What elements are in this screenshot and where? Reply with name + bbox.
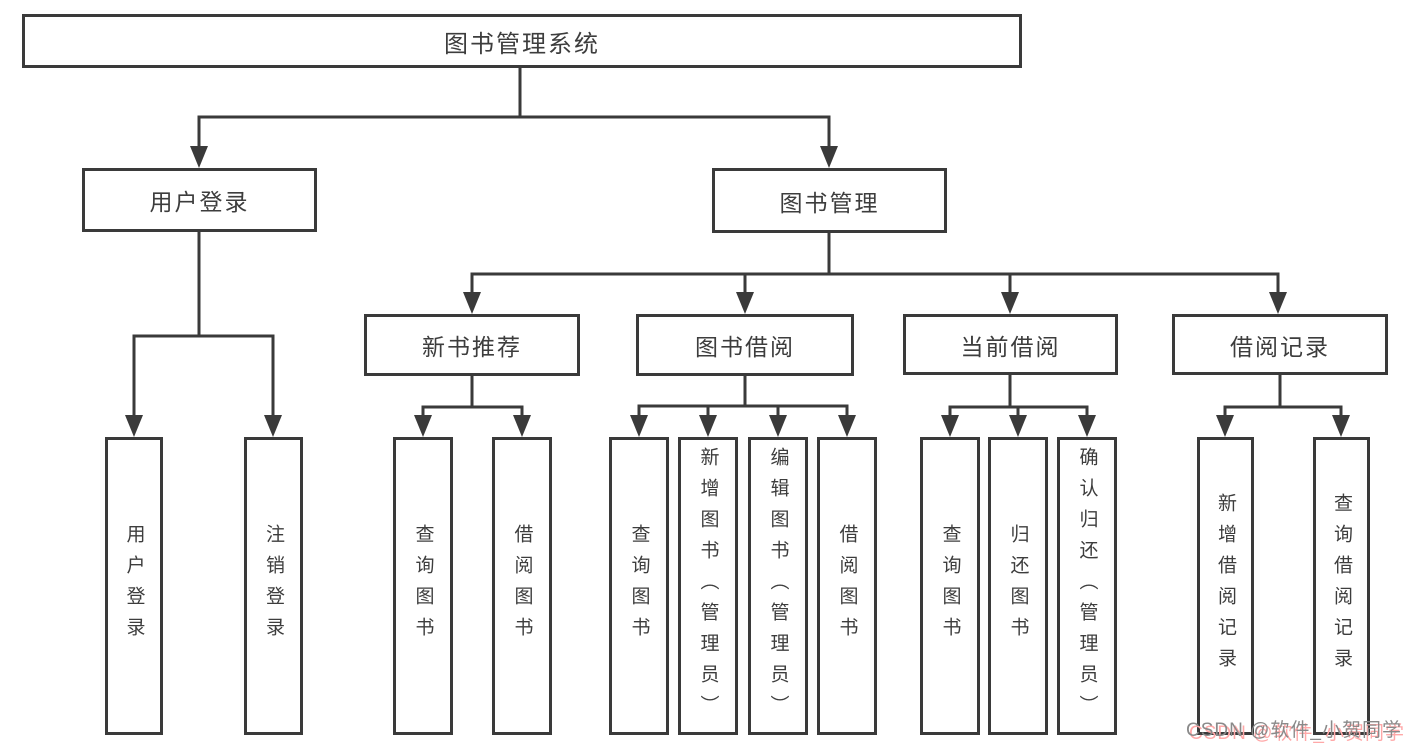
leaf-newrec-query-books: 查询图书 [393, 437, 453, 735]
leaf-current-confirm-return-admin: 确认归还（管理员） [1057, 437, 1117, 735]
arrow-leaf-nr-borrow [513, 415, 531, 437]
arrow-current [1001, 292, 1019, 314]
leaf-current-return-books-label: 归还图书 [1007, 524, 1029, 648]
arrow-leaf-user-login [125, 415, 143, 437]
node-new-book-rec-label: 新书推荐 [422, 334, 522, 360]
csdn-watermark: CSDN @软件_小贺同学 [1186, 720, 1402, 741]
arrow-leaf-c-return [1009, 415, 1027, 437]
connector-level3-rail [470, 272, 1280, 302]
leaf-borrow-query-books-label: 查询图书 [628, 524, 650, 648]
leaf-borrow-borrow-books-label: 借阅图书 [836, 524, 858, 648]
arrow-user-login [190, 146, 208, 168]
arrow-leaf-b-add [699, 415, 717, 437]
node-book-borrow: 图书借阅 [636, 314, 854, 376]
node-book-mgmt: 图书管理 [712, 168, 947, 233]
node-book-borrow-label: 图书借阅 [695, 334, 795, 360]
leaf-records-add-record-label: 新增借阅记录 [1215, 493, 1236, 679]
arrowheads [125, 146, 1350, 437]
node-current-borrow-label: 当前借阅 [960, 333, 1061, 360]
node-root: 图书管理系统 [22, 14, 1022, 68]
connector-userlogin-rail [132, 334, 275, 424]
arrow-records [1269, 292, 1287, 314]
node-book-mgmt-label: 图书管理 [779, 189, 880, 216]
node-user-login: 用户登录 [82, 168, 317, 232]
arrow-leaf-c-query [941, 415, 959, 437]
arrow-leaf-b-borrow [838, 415, 856, 437]
leaf-borrow-edit-books-admin-label: 编辑图书（管理员） [767, 446, 789, 726]
leaf-borrow-borrow-books: 借阅图书 [817, 437, 877, 735]
node-borrow-records: 借阅记录 [1172, 314, 1388, 375]
arrow-leaf-b-edit [769, 415, 787, 437]
node-new-book-rec: 新书推荐 [364, 314, 580, 376]
leaf-current-query-books-label: 查询图书 [939, 524, 961, 648]
leaf-records-query-record-label: 查询借阅记录 [1331, 493, 1352, 679]
leaf-user-login: 用户登录 [105, 437, 163, 735]
leaf-user-login-label: 用户登录 [123, 524, 145, 648]
connector-level2-rail [197, 115, 831, 158]
leaf-borrow-add-books-admin: 新增图书（管理员） [678, 437, 738, 735]
leaf-newrec-query-books-label: 查询图书 [412, 524, 434, 648]
arrow-leaf-r-add [1216, 415, 1234, 437]
leaf-logout: 注销登录 [244, 437, 303, 735]
node-borrow-records-label: 借阅记录 [1230, 333, 1330, 360]
node-user-login-label: 用户登录 [149, 189, 250, 215]
leaf-borrow-query-books: 查询图书 [609, 437, 669, 735]
connector-records-rail [1223, 405, 1343, 424]
leaf-records-query-record: 查询借阅记录 [1313, 437, 1370, 735]
connector-newrec-rail [421, 405, 524, 424]
arrow-new-rec [463, 292, 481, 314]
leaf-borrow-edit-books-admin: 编辑图书（管理员） [748, 437, 808, 735]
leaf-logout-label: 注销登录 [263, 524, 284, 648]
node-root-label: 图书管理系统 [444, 30, 600, 58]
arrow-leaf-logout [264, 415, 282, 437]
arrow-borrow [736, 292, 754, 314]
connector-borrow-rail [637, 404, 849, 424]
arrow-leaf-c-confirm [1078, 415, 1096, 437]
arrow-leaf-nr-query [414, 415, 432, 437]
arrow-leaf-r-query [1332, 415, 1350, 437]
leaf-current-return-books: 归还图书 [988, 437, 1048, 735]
arrow-leaf-b-query [630, 415, 648, 437]
leaf-current-confirm-return-admin-label: 确认归还（管理员） [1076, 446, 1098, 726]
arrow-book-mgmt [820, 146, 838, 168]
node-current-borrow: 当前借阅 [903, 314, 1118, 375]
leaf-newrec-borrow-books: 借阅图书 [492, 437, 552, 735]
leaf-newrec-borrow-books-label: 借阅图书 [511, 524, 533, 648]
leaf-records-add-record: 新增借阅记录 [1197, 437, 1254, 735]
leaf-current-query-books: 查询图书 [920, 437, 980, 735]
leaf-borrow-add-books-admin-label: 新增图书（管理员） [697, 446, 719, 726]
